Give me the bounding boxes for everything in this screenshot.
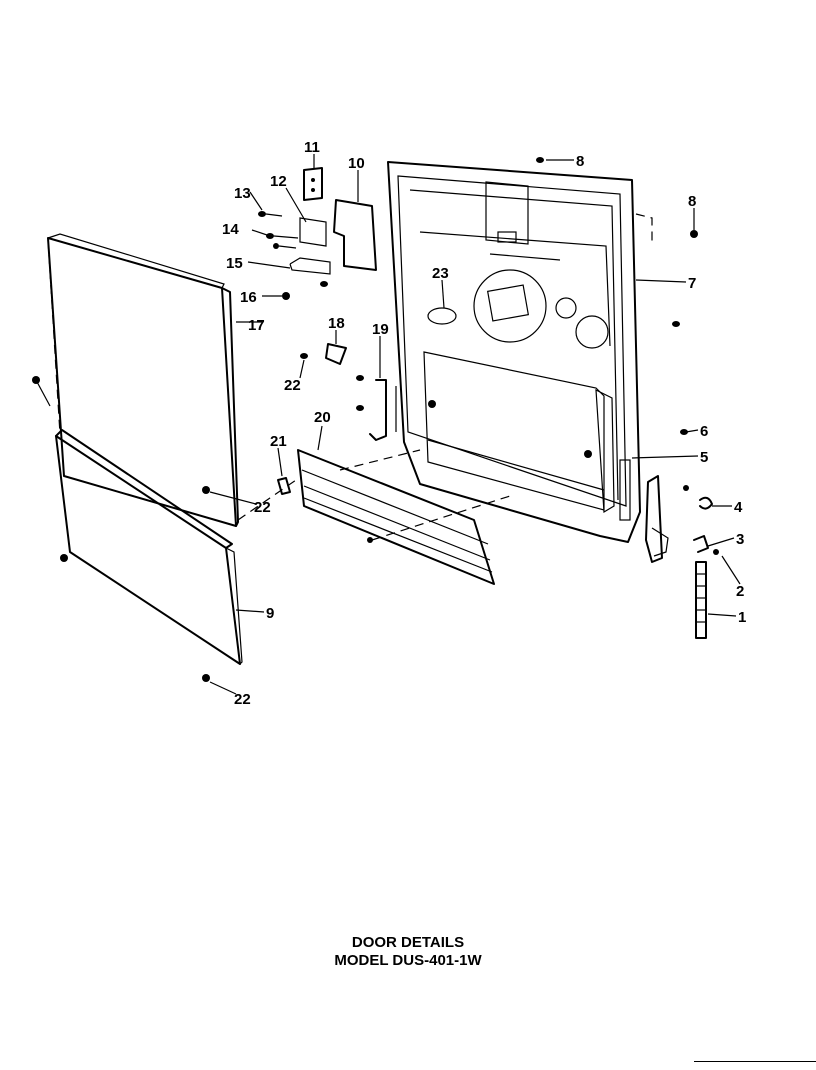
caption-title: DOOR DETAILS — [351, 934, 465, 951]
small-clip — [277, 477, 291, 495]
callout-21: 21 — [270, 433, 287, 450]
diagram-caption: DOOR DETAILS MODEL DUS-401-1W — [0, 934, 816, 970]
footer-rule — [694, 1061, 816, 1062]
callout-1: 1 — [738, 609, 746, 626]
inner-door-liner — [387, 161, 641, 543]
callout-5: 5 — [700, 449, 708, 466]
fasteners — [202, 157, 698, 682]
side-bracket — [369, 379, 397, 441]
assembly-lines — [47, 213, 653, 541]
clip — [325, 343, 347, 365]
callout-3: 3 — [736, 531, 744, 548]
spring-assembly — [645, 475, 719, 639]
callout-16: 16 — [240, 289, 257, 306]
callout-18: 18 — [328, 315, 345, 332]
access-panel — [55, 429, 243, 665]
callout-6: 6 — [700, 423, 708, 440]
outer-door-panel — [47, 233, 239, 527]
callout-4: 4 — [734, 499, 743, 516]
callout-9: 9 — [266, 605, 274, 622]
callout-23: 23 — [432, 265, 449, 282]
callout-15: 15 — [226, 255, 243, 272]
callout-2: 2 — [736, 583, 744, 600]
callout-8-right: 8 — [688, 193, 696, 210]
callout-11: 11 — [304, 139, 320, 156]
callout-labels: 1 2 3 4 5 6 7 8 8 9 10 11 12 13 14 15 16… — [222, 139, 746, 708]
leader-lines — [209, 154, 741, 695]
callout-8-top: 8 — [576, 153, 584, 170]
callout-20: 20 — [314, 409, 331, 426]
hinge-assembly — [289, 167, 377, 275]
callout-13: 13 — [234, 185, 251, 202]
vent-strip — [297, 449, 495, 585]
callout-14: 14 — [222, 221, 239, 238]
callout-19: 19 — [372, 321, 389, 338]
left-screw — [32, 376, 68, 562]
caption-model: MODEL DUS-401-1W — [334, 952, 482, 969]
callout-22-mid: 22 — [254, 499, 271, 516]
callout-17: 17 — [248, 317, 265, 334]
callout-10: 10 — [348, 155, 365, 172]
callout-7: 7 — [688, 275, 696, 292]
callout-22-left: 22 — [284, 377, 301, 394]
callout-12: 12 — [270, 173, 287, 190]
callout-22-bottom: 22 — [234, 691, 251, 708]
